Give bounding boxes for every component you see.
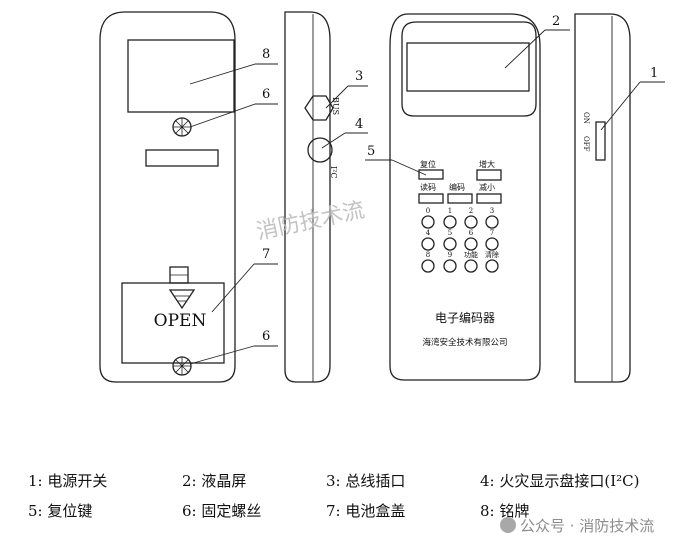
- key-label-function: 功能: [464, 250, 478, 259]
- key-7[interactable]: [485, 237, 499, 251]
- open-arrow-icon: [168, 289, 196, 310]
- callout-8: 8: [262, 47, 270, 62]
- key-function[interactable]: [464, 259, 478, 273]
- key-label-7: 7: [490, 229, 494, 237]
- legend-item-7: 7: 电池盒盖: [326, 502, 406, 520]
- device-name: 电子编码器: [435, 310, 495, 325]
- legend-item-3: 3: 总线插口: [326, 472, 406, 490]
- wechat-logo-icon: [500, 517, 516, 533]
- key-1[interactable]: [443, 215, 457, 229]
- callout-4: 4: [355, 117, 363, 132]
- side-view-left: [284, 11, 334, 383]
- increase-button[interactable]: [476, 169, 502, 181]
- callout-2: 2: [552, 14, 560, 29]
- legend-item-5: 5: 复位键: [28, 502, 93, 520]
- legend-item-1: 1: 电源开关: [28, 472, 108, 490]
- key-label-9: 9: [448, 251, 452, 259]
- side-view-right: [574, 13, 631, 383]
- key-label-2: 2: [469, 207, 473, 215]
- key-2[interactable]: [464, 215, 478, 229]
- manufacturer-name: 海湾安全技术有限公司: [422, 337, 507, 348]
- callout-numbers: 1 2 3 4 5 6 7 8 6: [262, 14, 658, 344]
- key-9[interactable]: [443, 259, 457, 273]
- key-3[interactable]: [485, 215, 499, 229]
- key-label-clear: 清除: [485, 250, 499, 259]
- key-0[interactable]: [421, 215, 435, 229]
- key-5[interactable]: [443, 237, 457, 251]
- read-label: 读码: [420, 182, 436, 192]
- back-view: [99, 11, 236, 383]
- legend-row-2: 5: 复位键 6: 固定螺丝 7: 电池盒盖 8: 铭牌: [0, 500, 698, 526]
- legend-item-8: 8: 铭牌: [480, 502, 530, 520]
- front-housing: [389, 13, 541, 381]
- off-label: OFF: [582, 136, 590, 152]
- callout-7: 7: [262, 247, 270, 262]
- callout-1: 1: [650, 66, 658, 81]
- key-4[interactable]: [421, 237, 435, 251]
- lcd-screen: [406, 42, 530, 92]
- power-switch[interactable]: [595, 121, 606, 161]
- callout-6-bottom: 6: [262, 329, 270, 344]
- legend-item-2: 2: 液晶屏: [182, 472, 247, 490]
- increase-label: 增大: [479, 159, 495, 169]
- key-clear[interactable]: [485, 259, 499, 273]
- on-label: ON: [582, 112, 590, 124]
- keypad: [421, 215, 499, 273]
- legend-item-4: 4: 火灾显示盘接口(I²C): [480, 472, 640, 490]
- nameplate: [127, 39, 235, 113]
- leader-lines: [189, 29, 665, 365]
- reset-label: 复位: [420, 159, 436, 169]
- decrease-label: 减小: [479, 182, 495, 192]
- side-housing-right: [574, 13, 631, 383]
- encoder-diagram: OPEN BUS I²C ON OFF 复位 增大 读码 编码 减小 0 1 2…: [99, 11, 665, 383]
- key-label-8: 8: [426, 251, 430, 259]
- watermark-corner: 公众号 · 消防技术流: [500, 515, 654, 536]
- key-6[interactable]: [464, 237, 478, 251]
- reset-button[interactable]: [418, 169, 444, 180]
- callout-3: 3: [355, 69, 363, 84]
- keypad-labels: 0 1 2 3 4 5 6 7 8 9 功能 清除: [426, 207, 499, 259]
- encode-label: 编码: [449, 182, 465, 192]
- key-label-4: 4: [426, 229, 431, 237]
- front-view: [389, 13, 541, 381]
- key-label-5: 5: [448, 229, 452, 237]
- bus-port: [304, 95, 334, 121]
- screen-bezel: [401, 21, 537, 117]
- legend-row-1: 1: 电源开关 2: 液晶屏 3: 总线插口 4: 火灾显示盘接口(I²C): [0, 470, 698, 496]
- label-slot: [145, 149, 219, 167]
- back-housing: [99, 11, 236, 383]
- key-label-3: 3: [490, 207, 494, 215]
- key-label-0: 0: [426, 207, 430, 215]
- read-button[interactable]: [418, 193, 444, 204]
- decrease-button[interactable]: [476, 193, 502, 204]
- open-label: OPEN: [154, 311, 207, 331]
- key-8[interactable]: [421, 259, 435, 273]
- bus-label: BUS: [331, 97, 340, 115]
- legend-item-6: 6: 固定螺丝: [182, 502, 262, 520]
- i2c-label: I²C: [329, 166, 338, 179]
- watermark-corner-text: 公众号 · 消防技术流: [520, 517, 655, 535]
- key-label-1: 1: [448, 207, 452, 215]
- i2c-port: [307, 137, 333, 163]
- encode-button[interactable]: [447, 193, 473, 204]
- side-housing: [284, 11, 331, 383]
- callout-6-top: 6: [262, 87, 270, 102]
- key-label-6: 6: [469, 229, 474, 237]
- callout-5: 5: [367, 144, 375, 159]
